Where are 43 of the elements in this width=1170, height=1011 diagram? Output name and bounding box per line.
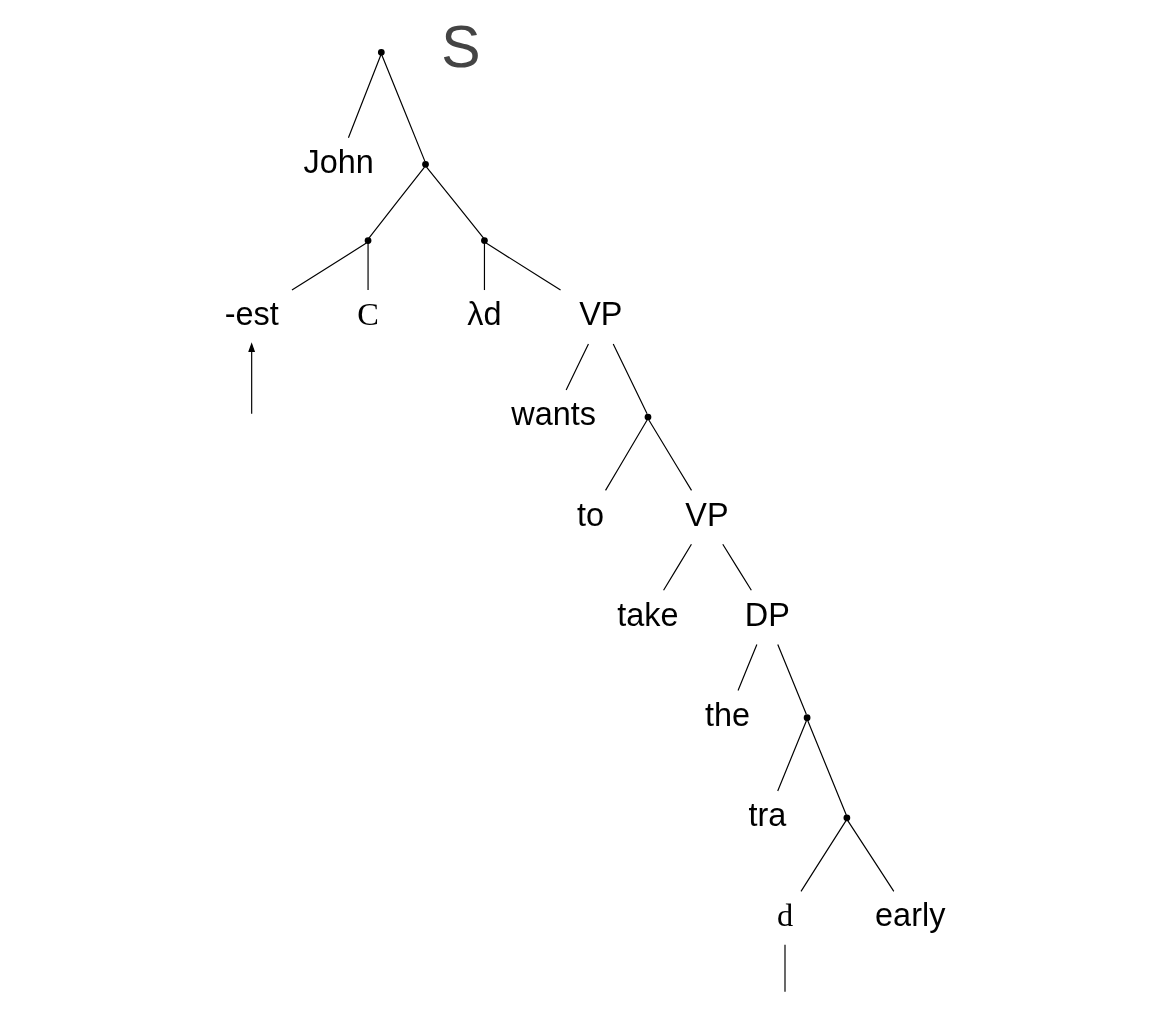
arrow — [248, 342, 256, 415]
node-point — [644, 413, 652, 421]
node-text: VP — [685, 496, 729, 533]
node-text: early — [875, 897, 946, 934]
node-text: -est — [224, 296, 279, 333]
connector — [291, 242, 367, 291]
node-point — [803, 714, 811, 722]
connector — [483, 242, 486, 291]
node-text: C — [357, 296, 379, 333]
node-text: wants — [511, 396, 597, 433]
connector — [777, 720, 807, 792]
node-text: DP — [744, 596, 790, 633]
node-point — [364, 237, 372, 244]
node-text: λd — [467, 296, 502, 333]
node-text: VP — [579, 296, 623, 333]
node-point — [422, 160, 429, 168]
connector — [604, 419, 648, 491]
connector — [368, 166, 426, 239]
connector — [425, 166, 485, 239]
connector — [722, 543, 752, 591]
node-text: John — [303, 143, 374, 180]
connector — [381, 54, 426, 162]
connector — [485, 242, 562, 291]
connector — [807, 720, 847, 816]
node-point — [481, 237, 488, 244]
node-point — [377, 48, 385, 56]
connector — [847, 819, 895, 892]
label: S — [441, 14, 481, 80]
node-text: d — [776, 897, 794, 934]
connector — [648, 419, 693, 491]
node-text: take — [617, 596, 679, 633]
connector — [565, 343, 590, 391]
connector — [663, 543, 692, 591]
connector — [777, 643, 807, 715]
connector — [800, 819, 847, 892]
node-text: tra — [748, 797, 787, 834]
node-text: the — [705, 696, 751, 733]
connector — [737, 643, 758, 692]
connector — [367, 242, 369, 291]
node-text: to — [577, 496, 605, 533]
connector — [612, 343, 648, 415]
node-point — [843, 814, 851, 822]
connector — [347, 54, 382, 139]
